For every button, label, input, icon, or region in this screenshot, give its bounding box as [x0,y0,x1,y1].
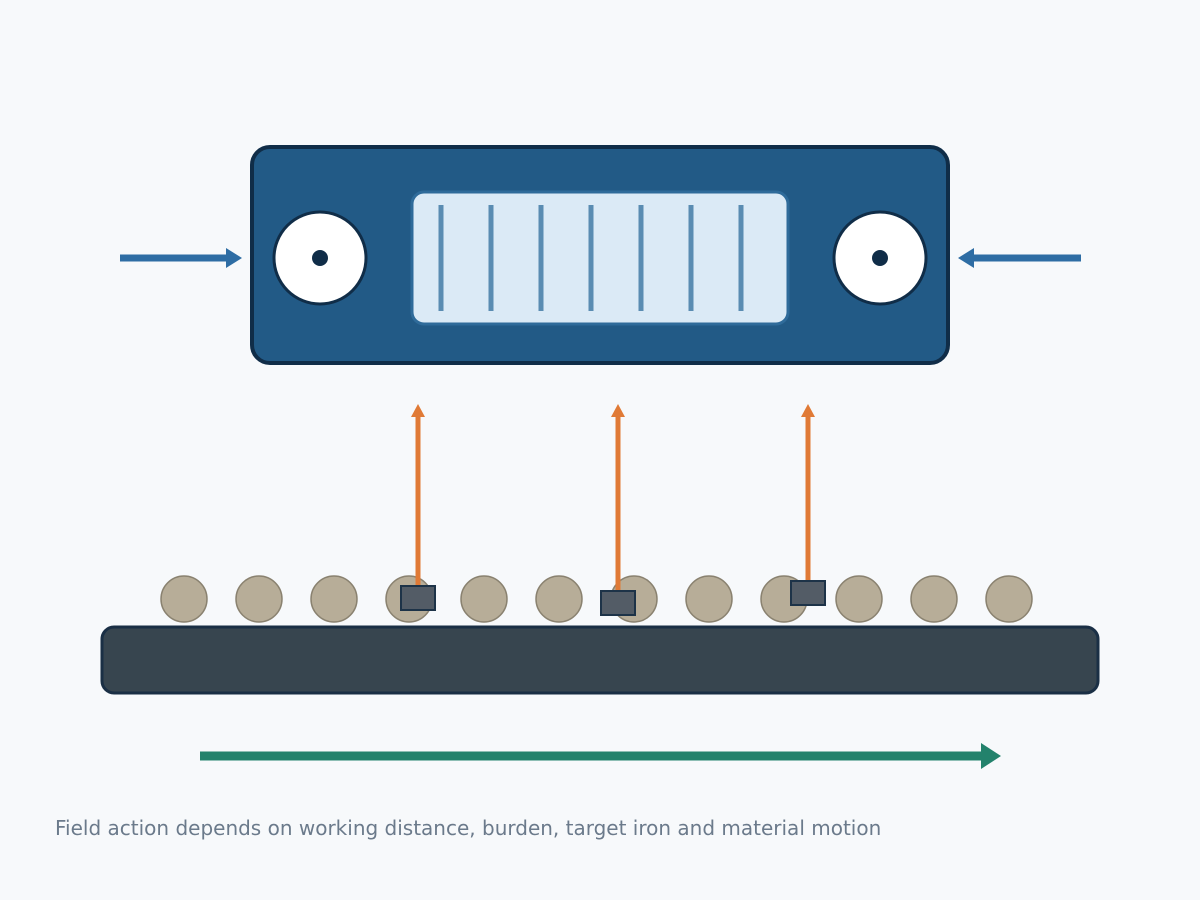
burden-particle [910,575,958,623]
left-pulley-hub [312,250,328,266]
magnet-window-lines [438,205,744,311]
burden-particle [310,575,358,623]
right-input-arrow [958,248,1081,268]
tramp-iron [600,590,636,616]
right-pulley [832,210,928,306]
magnet-window [410,190,790,326]
burden-particle [235,575,283,623]
attraction-arrow [801,404,815,582]
overband-magnet [250,145,950,365]
attraction-arrow [411,404,425,588]
burden-layer [160,575,1033,623]
tramp-iron [400,585,436,611]
burden-particle [985,575,1033,623]
burden-particle [685,575,733,623]
attraction-arrows [411,404,815,592]
conveyor-belt [100,625,1100,695]
right-pulley-hub [872,250,888,266]
burden-particle [460,575,508,623]
left-input-arrow [120,248,242,268]
material-motion-arrow [200,743,1001,769]
burden-particle [535,575,583,623]
attraction-arrow [611,404,625,592]
burden-particle [835,575,883,623]
left-pulley [272,210,368,306]
tramp-iron-pieces [400,580,826,616]
tramp-iron [790,580,826,606]
diagram-caption: Field action depends on working distance… [55,816,882,840]
burden-particle [160,575,208,623]
